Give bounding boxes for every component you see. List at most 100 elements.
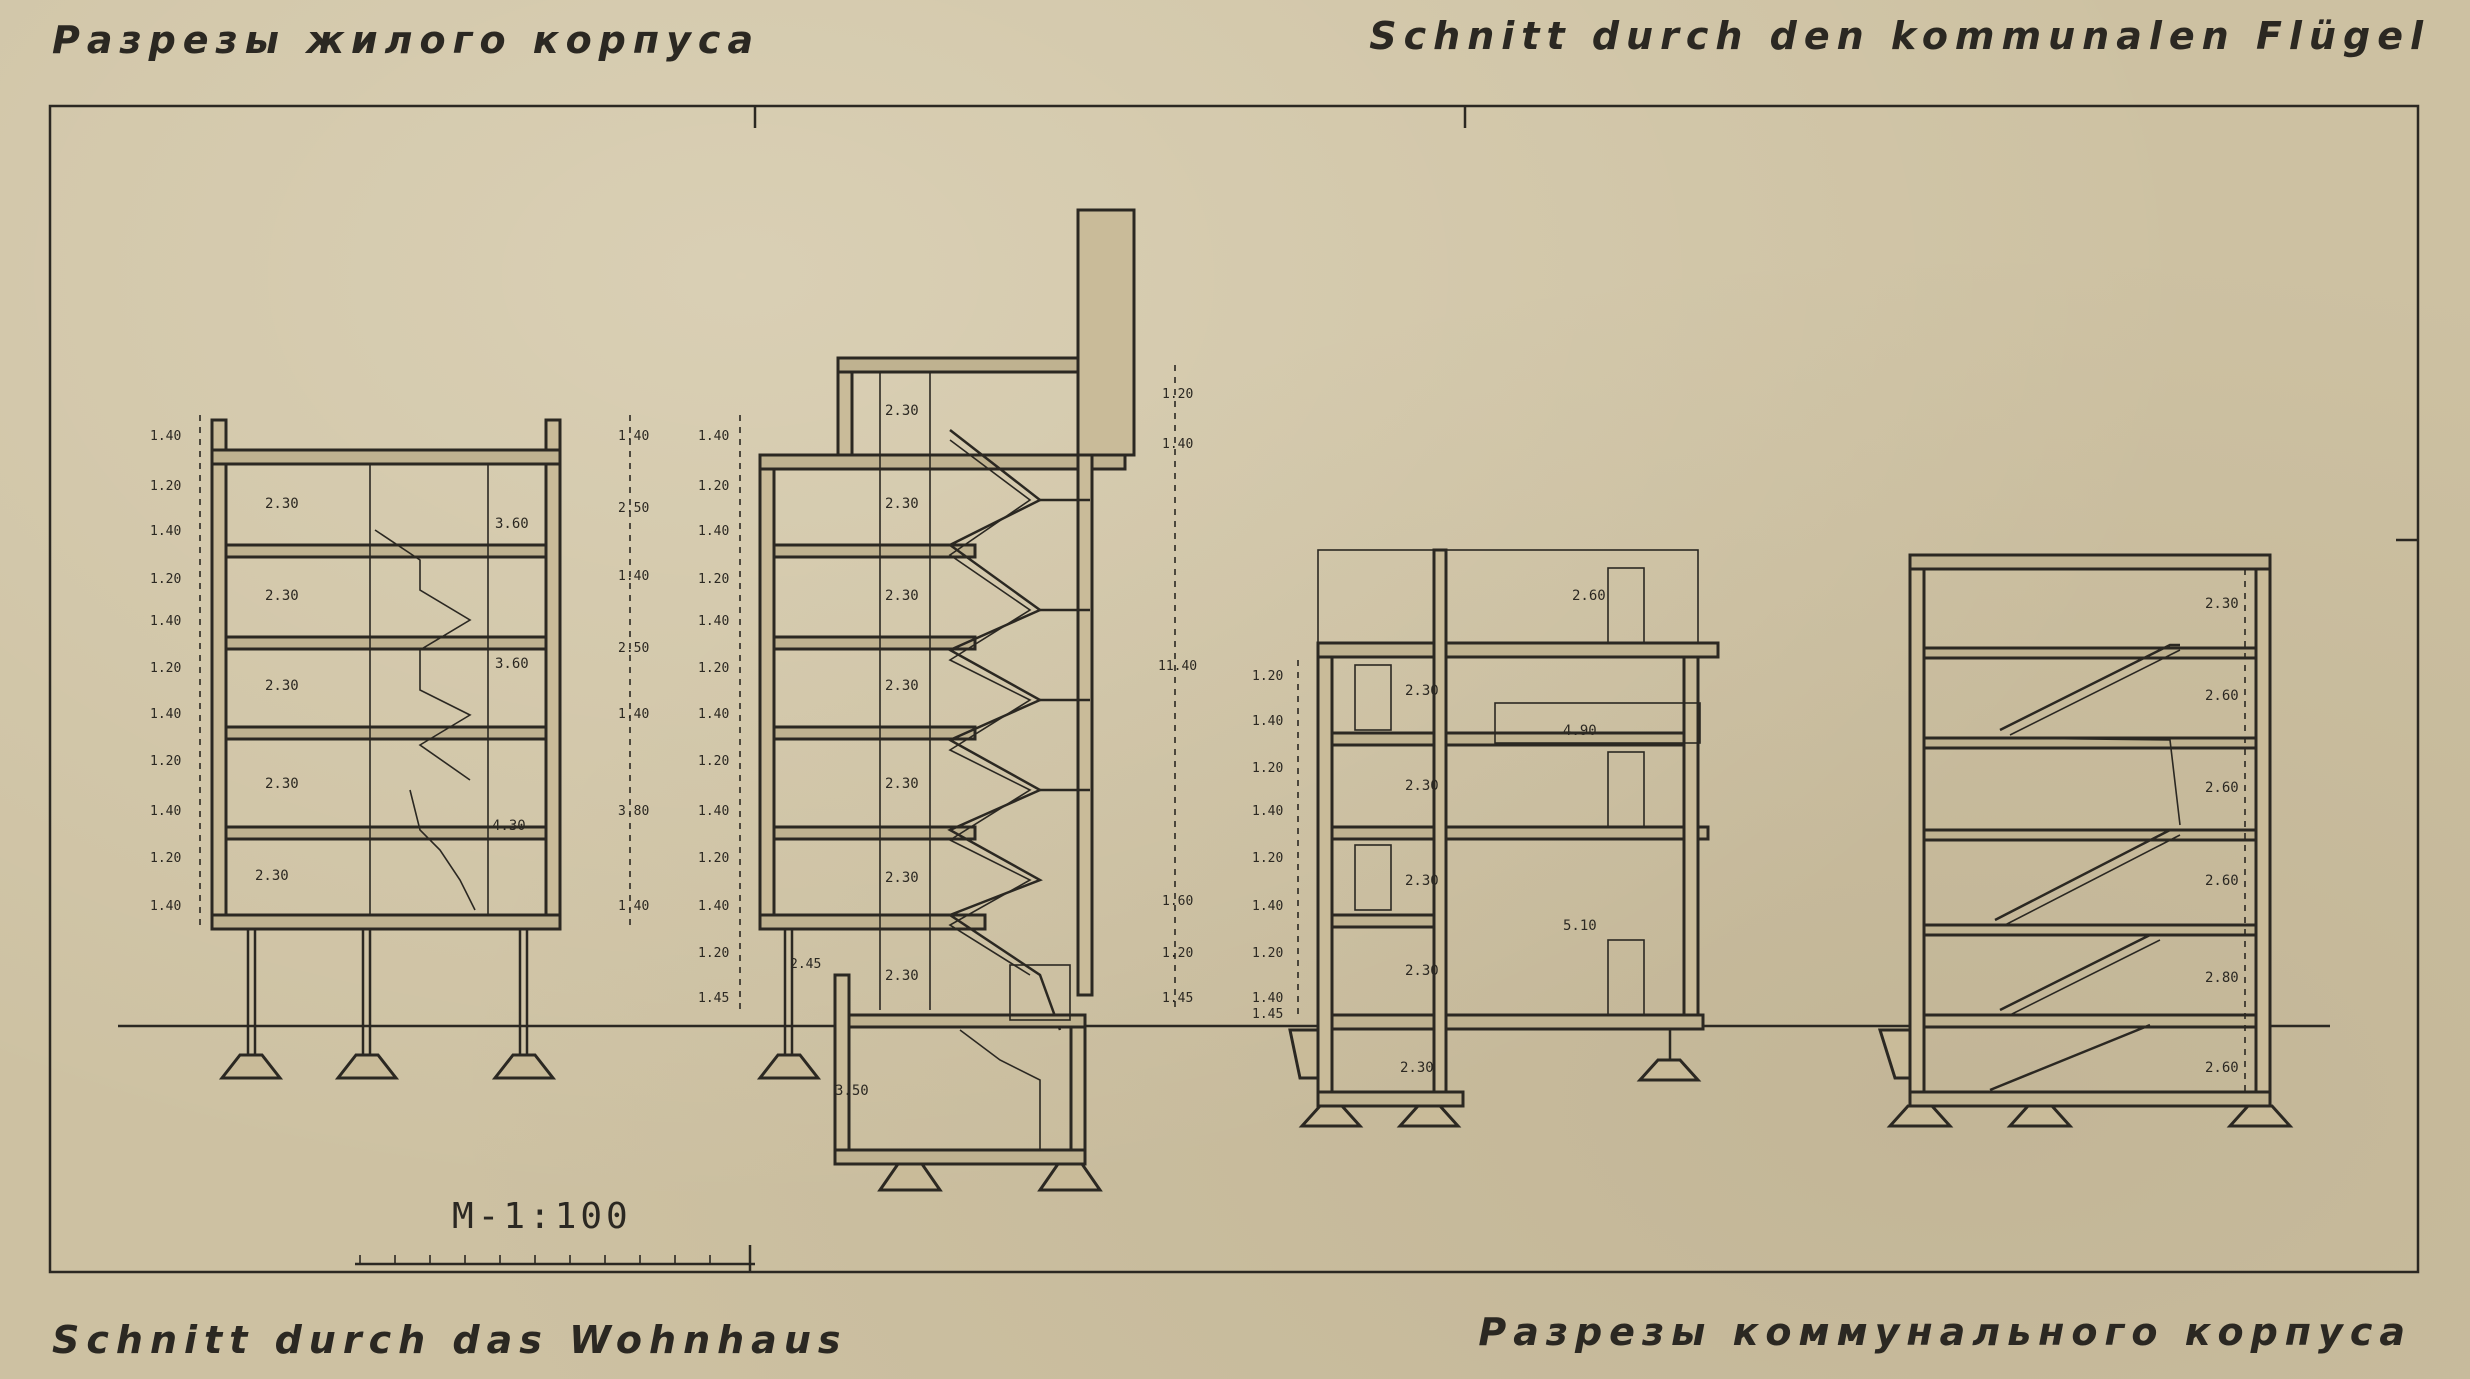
dim-label: 1.20 [150, 754, 181, 769]
stair-flight [947, 429, 1062, 1031]
floor-slab [758, 543, 977, 559]
room-height: 2.30 [1405, 873, 1439, 889]
room-height: 2.60 [2205, 780, 2239, 796]
room-height: 2.30 [1405, 963, 1439, 979]
floor-slab [758, 913, 987, 931]
caption-top-right: Schnitt durch den kommunalen Flügel [1369, 14, 2430, 58]
chimney [1076, 208, 1136, 457]
floor-slab [1908, 828, 2272, 842]
stair-flight [374, 529, 472, 781]
exterior-wall [1908, 567, 1926, 1094]
room-height: 2.30 [1405, 778, 1439, 794]
dim-label: 1.20 [150, 661, 181, 676]
dim-label: 1.20 [150, 572, 181, 587]
floor-slab [1908, 1013, 2272, 1029]
section-3-communal: 1.20 1.40 1.20 1.40 1.20 1.40 1.20 1.40 … [1252, 548, 1720, 1128]
dim-label: 1.40 [1252, 899, 1283, 914]
exterior-wall [210, 462, 228, 917]
interior-wall [1432, 548, 1448, 1094]
room-height: 2.30 [885, 678, 919, 694]
dim-label: 1.40 [150, 804, 181, 819]
dim-label: 1.20 [1252, 761, 1283, 776]
floor-slab [1316, 913, 1448, 929]
dim-label: 1.40 [698, 707, 729, 722]
dim-label: 1.40 [618, 707, 649, 722]
roof-slab [1908, 553, 2272, 571]
stair-run [1009, 964, 1071, 1021]
dim-label: 1.40 [698, 429, 729, 444]
dim-label: 1.40 [618, 899, 649, 914]
dim-label: 1.40 [150, 707, 181, 722]
dim-label: 1.40 [1162, 437, 1193, 452]
dim-label: 1.40 [150, 524, 181, 539]
inner-dim: 3.60 [495, 656, 529, 672]
room-height: 2.30 [265, 588, 299, 604]
caption-bottom-left: Schnitt durch das Wohnhaus [52, 1318, 848, 1362]
dim-label: 1.40 [150, 614, 181, 629]
dim-label: 1.40 [618, 429, 649, 444]
footing [877, 1162, 943, 1192]
dim-label: 1.40 [1252, 991, 1283, 1006]
floor-slab [210, 913, 562, 931]
room-height: 2.30 [265, 678, 299, 694]
footing [2226, 1104, 2294, 1128]
room-height: 2.30 [885, 403, 919, 419]
room-height: 2.30 [885, 496, 919, 512]
dim-label: 1.20 [150, 851, 181, 866]
door [1607, 939, 1645, 1016]
stair-flight [1999, 643, 2180, 732]
dim-label: 2.50 [618, 501, 649, 516]
basement-stair [959, 1029, 1041, 1150]
dim-label: 1.40 [1252, 804, 1283, 819]
dim-label: 1.60 [1162, 894, 1193, 909]
dim-label: 1.40 [698, 899, 729, 914]
tower-roof [836, 356, 1090, 374]
dim-label: 1.45 [1162, 991, 1193, 1006]
basement-floor [1908, 1090, 2272, 1108]
dim-label: 1.40 [698, 614, 729, 629]
dim-label: 1.20 [1162, 387, 1193, 402]
footing [334, 1053, 400, 1080]
dim-label: 1.20 [150, 479, 181, 494]
parapet [544, 418, 562, 452]
floor-slab [758, 725, 977, 741]
dim-label: 2.50 [618, 641, 649, 656]
stair-flight [1994, 828, 2171, 922]
exterior-wall [1316, 655, 1334, 1094]
footing [1298, 1104, 1364, 1128]
floor-slab [210, 635, 562, 651]
basement-wall [833, 973, 851, 1152]
dim-label: 1.20 [1252, 946, 1283, 961]
dim-label: 1.20 [1162, 946, 1193, 961]
exterior-wall [1682, 655, 1700, 1017]
stair-railing [2004, 834, 2181, 926]
basement-floor [1316, 1090, 1465, 1108]
dim-label: 1.40 [1252, 714, 1283, 729]
room-height: 2.30 [885, 870, 919, 886]
exterior-wall [758, 467, 776, 917]
floor-slab [1316, 825, 1710, 841]
inner-dim: 4.30 [492, 818, 526, 834]
dim-label: 1.20 [698, 851, 729, 866]
dim-label: 1.20 [698, 946, 729, 961]
exterior-wall [2254, 567, 2272, 1094]
floor-slab [758, 635, 977, 651]
basement-wall [1069, 1025, 1087, 1152]
room-height: 2.60 [2205, 873, 2239, 889]
scale-bar: М-1:100 [355, 1196, 755, 1272]
floor-slab [210, 725, 562, 741]
section-4-communal-stair: 2.30 2.60 2.60 2.60 2.80 2.60 [1877, 553, 2294, 1128]
footing [1636, 1058, 1702, 1082]
retaining-wall [1288, 1028, 1320, 1080]
dim-label: 1.40 [698, 804, 729, 819]
room-height: 2.30 [255, 868, 289, 884]
door [1354, 664, 1392, 731]
stair-flight [1999, 737, 2181, 826]
caption-top-left: Разрезы жилого корпуса [52, 18, 761, 62]
hall-height: 2.60 [1572, 588, 1606, 604]
dim-label: 1.40 [150, 429, 181, 444]
floor-slab [210, 543, 562, 559]
room-height: 2.30 [885, 588, 919, 604]
hall-height: 4.90 [1563, 723, 1597, 739]
